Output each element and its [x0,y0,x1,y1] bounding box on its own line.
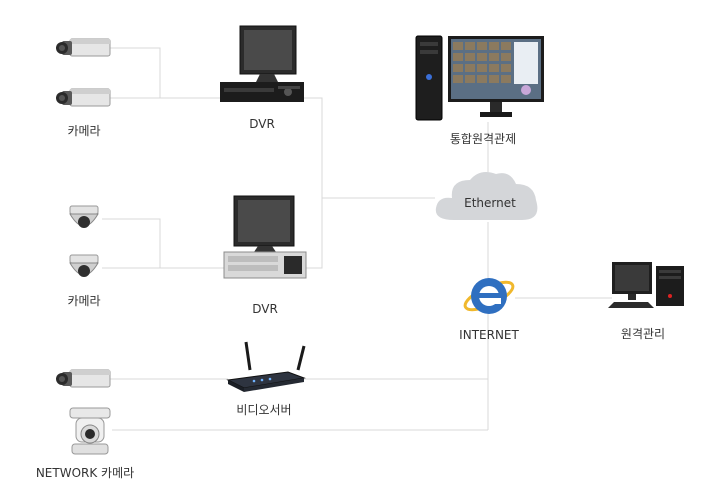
dvr-monitor-icon [220,25,304,102]
network-camera-label: NETWORK 카메라 [35,466,135,480]
dvr-server-icon [223,195,307,279]
link-cameras-1 [110,47,161,99]
control-station-icon [415,35,544,121]
dome-camera-icon [69,205,99,228]
link-cameras-2 [102,218,161,269]
video-server-label: 비디오서버 [236,403,292,417]
dome-camera-icon [69,254,99,277]
remote-management-label: 원격관리 [620,327,666,341]
internet-label: INTERNET [459,328,519,342]
camera-group-2-label: 카메라 [67,294,101,308]
box-camera-icon [56,369,111,388]
ptz-network-camera-icon [69,407,111,455]
dvr-2-label: DVR [252,302,278,316]
ethernet-cloud-icon [435,172,538,220]
box-camera-icon [56,38,111,57]
dvr-1-label: DVR [249,117,275,131]
link-dvr-trunk [300,97,323,269]
video-server-icon [226,341,306,392]
ethernet-label: Ethernet [464,196,516,210]
remote-pc-icon [608,262,684,308]
camera-group-1-label: 카메라 [67,124,101,138]
box-camera-icon [56,88,111,107]
internet-explorer-icon [463,278,515,314]
integrated-control-label: 통합원격관제 [449,132,517,146]
